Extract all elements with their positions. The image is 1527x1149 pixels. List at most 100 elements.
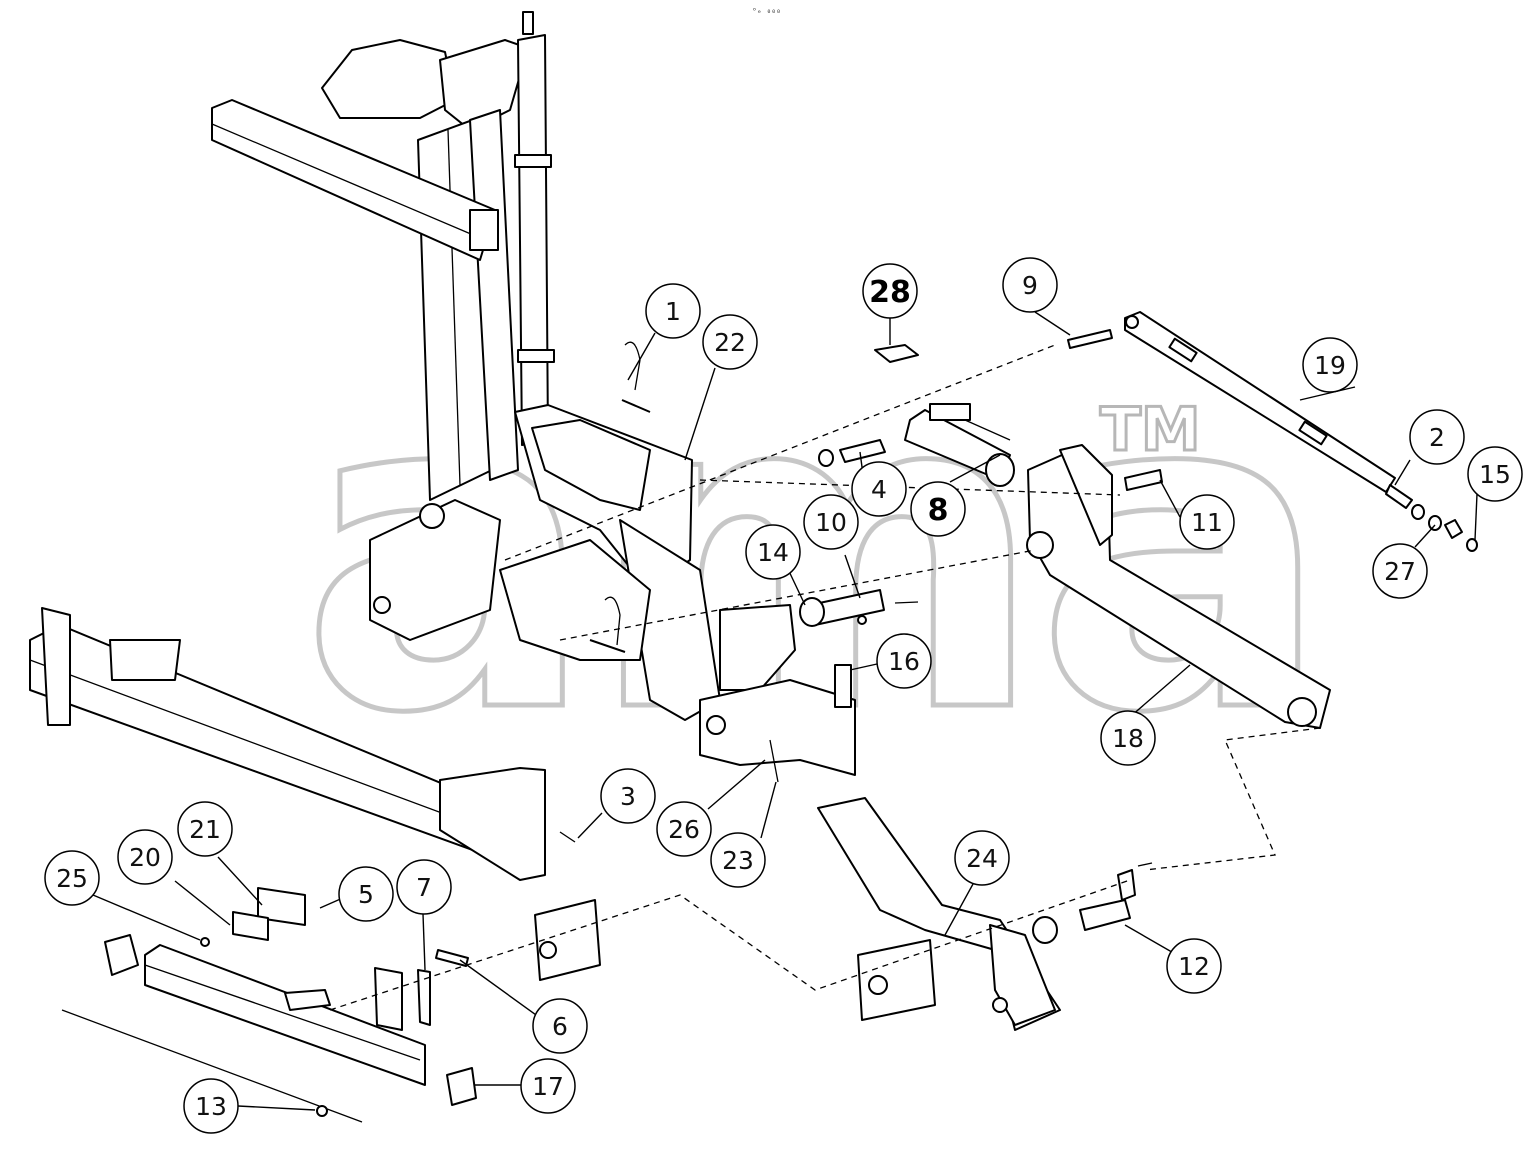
callout-label: 14 [757, 538, 789, 567]
callout-1: 1 [645, 283, 701, 339]
mast-top-arm [439, 39, 529, 131]
callout-circle [183, 1078, 239, 1134]
pins [799, 329, 1163, 627]
mast-column-side [469, 109, 519, 481]
callout-circle [745, 524, 801, 580]
rod-13-fitting [316, 1105, 328, 1117]
callout-circle [910, 481, 966, 537]
left-lower-beam [29, 607, 546, 881]
pin-12-assembly [1032, 862, 1153, 944]
hydraulic-cylinder [904, 403, 1015, 487]
callout-label: 2 [1429, 423, 1445, 452]
callout-circle [645, 283, 701, 339]
support-bracket-base [857, 939, 936, 1021]
callout-circle [532, 998, 588, 1054]
small-hardware [200, 831, 601, 1031]
block-bracket-hole [539, 941, 557, 959]
callout-18: 18 [1100, 710, 1156, 766]
link-6 [435, 949, 469, 967]
callout-4: 4 [851, 461, 907, 517]
pin-4 [839, 439, 886, 463]
top-link-eye [1125, 315, 1139, 329]
callout-label: 21 [189, 815, 221, 844]
mast-base-hole [373, 596, 391, 614]
callout-label: 16 [888, 647, 920, 676]
long-beam-clamp-right [439, 767, 546, 881]
bracket-pin [769, 739, 779, 783]
support-bracket-arm [817, 797, 1061, 1031]
callout-label: 1 [665, 297, 681, 326]
callout-27: 27 [1372, 543, 1428, 599]
top-link-stud [1385, 484, 1413, 509]
callout-8: 8 [910, 481, 966, 537]
callout-circle [1302, 337, 1358, 393]
callout-9: 9 [1002, 257, 1058, 313]
nut-10 [857, 615, 867, 625]
cylinder-valve-block [929, 403, 971, 421]
callout-label: 20 [129, 843, 161, 872]
callout-label: 27 [1384, 557, 1416, 586]
lift-arm-lug [1059, 444, 1113, 546]
callout-circle [338, 866, 394, 922]
rod-13 [61, 1009, 363, 1123]
pin-11 [1124, 469, 1163, 491]
callout-circle [1100, 710, 1156, 766]
callout-circle [117, 829, 173, 885]
callout-label: 23 [722, 846, 754, 875]
callout-16: 16 [876, 633, 932, 689]
pin-3 [559, 831, 576, 843]
vertical-hydraulic-tube [517, 34, 549, 446]
pin-12 [1079, 899, 1131, 931]
callout-label: 18 [1112, 724, 1144, 753]
bracket-pad [834, 664, 852, 708]
short-beam-clamp [284, 989, 331, 1011]
callout-label: 25 [56, 864, 88, 893]
cap-15 [1466, 538, 1478, 552]
callout-circle [1467, 446, 1523, 502]
callout-label: 12 [1178, 952, 1210, 981]
lower-hitch-pin [589, 639, 626, 653]
callout-circle [600, 768, 656, 824]
callout-label: 3 [620, 782, 636, 811]
pin-12-tab [1117, 869, 1136, 901]
lower-mount-bracket [699, 664, 856, 783]
lift-arm-end-bushing [1287, 697, 1317, 727]
cylinder-end [985, 453, 1015, 487]
callout-circle [710, 832, 766, 888]
callout-circle [656, 801, 712, 857]
upper-beam-end-cap [469, 209, 499, 251]
callout-circle [520, 1058, 576, 1114]
callout-circle [177, 801, 233, 857]
support-bracket [817, 797, 1061, 1031]
callout-label: 15 [1479, 460, 1511, 489]
callout-15: 15 [1467, 446, 1523, 502]
block-bracket [534, 899, 601, 981]
bushing-14 [799, 597, 825, 627]
callout-10: 10 [803, 494, 859, 550]
callout-circle [1409, 409, 1465, 465]
callout-label: 4 [871, 475, 887, 504]
callout-28: 28 [862, 263, 918, 319]
mount-bracket [699, 679, 856, 776]
end-cap-17 [446, 1067, 477, 1106]
callout-label: 24 [966, 844, 998, 873]
callout-label: 9 [1022, 271, 1038, 300]
callout-12: 12 [1166, 938, 1222, 994]
center-frame-window [531, 419, 651, 511]
mount-bracket-hole [706, 715, 726, 735]
mast-assembly [211, 11, 555, 641]
top-link-clamp-2 [1298, 420, 1328, 446]
top-link-clamp-1 [1168, 337, 1198, 363]
clamp-21 [257, 887, 306, 926]
callout-20: 20 [117, 829, 173, 885]
callout-circle [851, 461, 907, 517]
callout-13: 13 [183, 1078, 239, 1134]
callout-label: 28 [869, 275, 911, 310]
long-beam-clamp-left [109, 639, 181, 681]
callout-6: 6 [532, 998, 588, 1054]
callout-circle [396, 859, 452, 915]
washer-27 [1428, 515, 1442, 531]
tube-clamp-bottom [517, 349, 555, 363]
callout-circle [954, 830, 1010, 886]
